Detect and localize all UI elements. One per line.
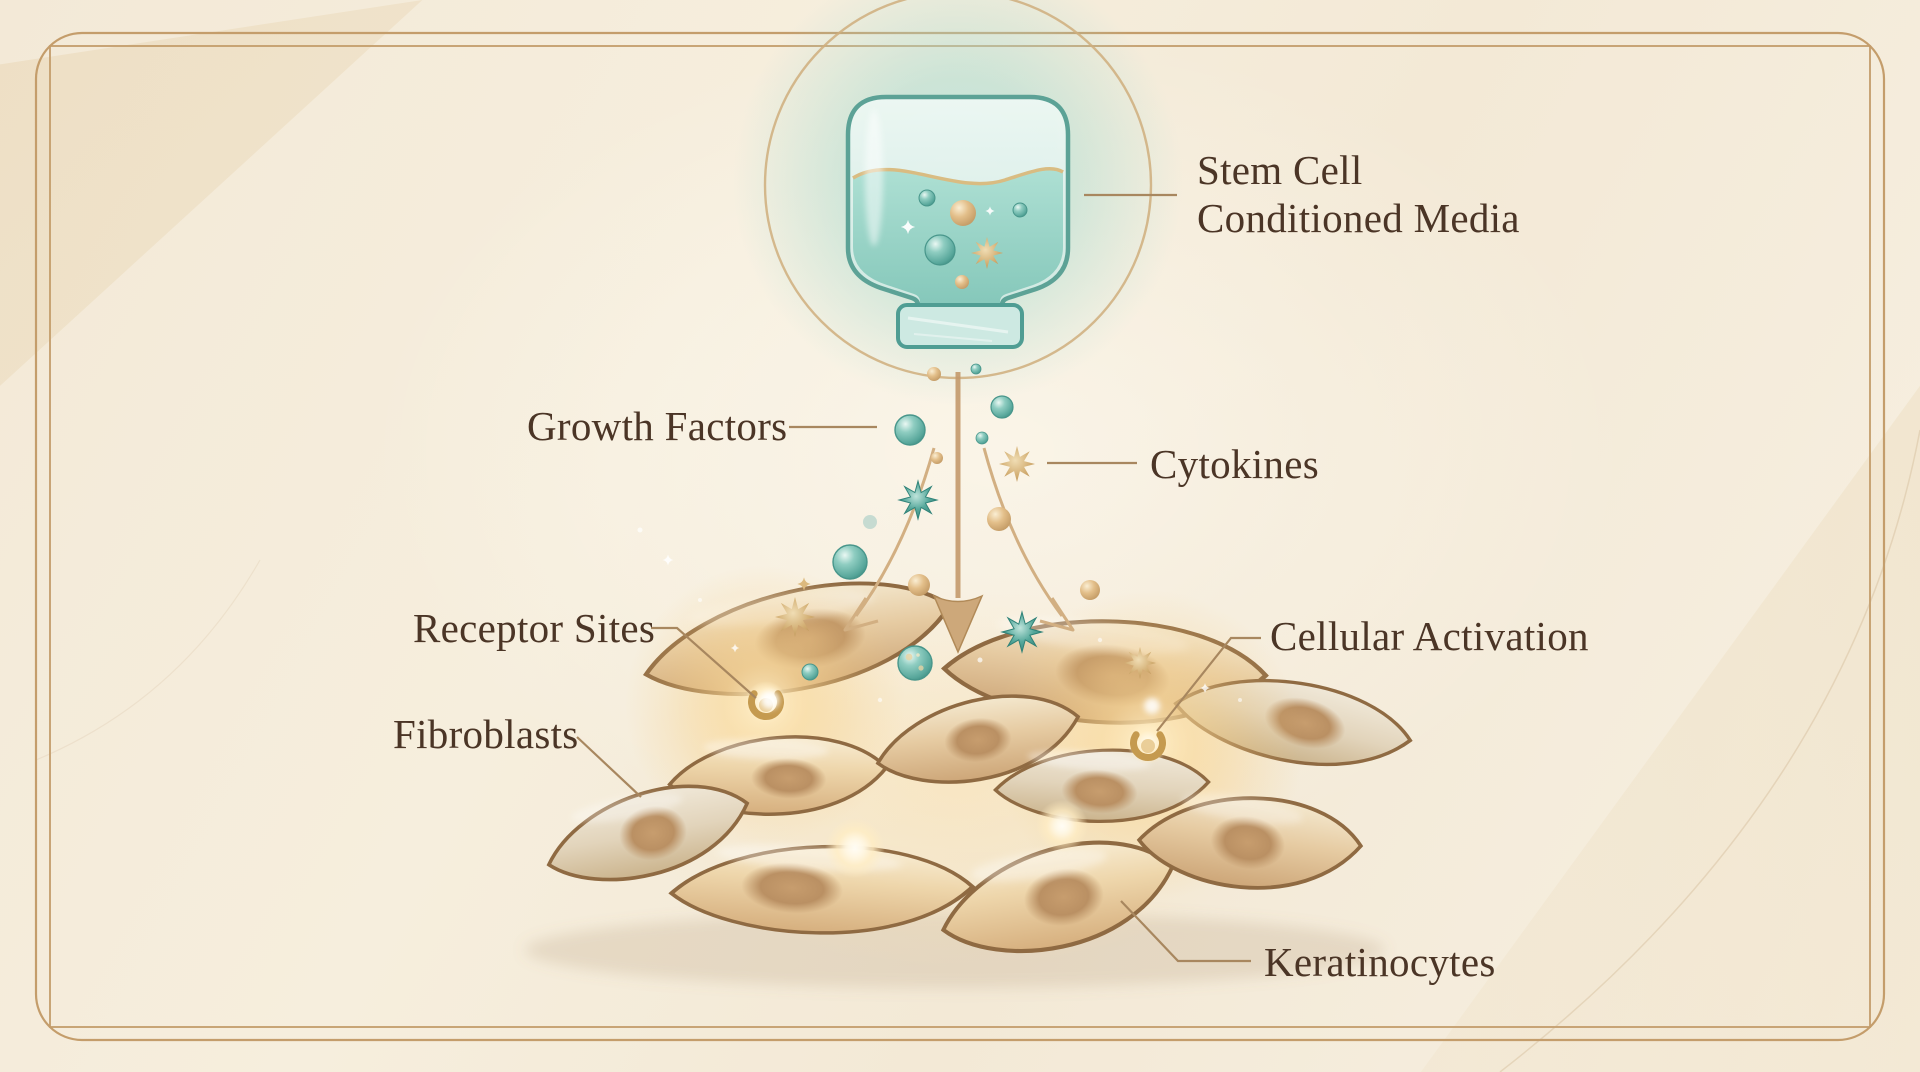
gold-sphere-particle <box>931 452 943 464</box>
cell-middle <box>870 686 1086 793</box>
bottle-bubble-gold <box>950 200 976 226</box>
liquid-surface-gold-line <box>852 167 1064 186</box>
cytokines-label: Cytokines <box>1150 441 1319 487</box>
flow-arrows <box>843 372 1075 654</box>
cell-receptor-1 <box>666 730 890 821</box>
leader-receptor-sites <box>651 626 757 699</box>
bottle-gold-starburst <box>971 237 1003 269</box>
cell-fibroblast <box>537 772 759 895</box>
teal-sphere-particle <box>970 363 982 375</box>
stem-cell-media-label-line1: Stem Cell <box>1197 147 1363 193</box>
gold-sphere-particle <box>908 574 930 596</box>
pale-teal-sphere <box>863 515 877 529</box>
keratinocytes-label: Keratinocytes <box>1264 939 1496 985</box>
frame-outer-line <box>34 31 1886 1042</box>
leader-fibroblasts <box>576 736 642 798</box>
main-flow-arrowhead <box>932 594 984 654</box>
background-arc-left <box>35 559 261 761</box>
cellular-activation-label: Cellular Activation <box>1270 613 1589 659</box>
gold-sphere-particle <box>987 507 1011 531</box>
textured-teal-sphere <box>897 645 933 681</box>
leader-cellular-activation <box>1156 636 1261 732</box>
gold-sphere-particle <box>1080 580 1100 600</box>
bottle-liquid <box>853 168 1063 304</box>
cell-receptor-2 <box>991 739 1213 832</box>
left-curved-arrow <box>854 447 936 617</box>
gold-sphere-particle <box>927 367 941 381</box>
falling-particles <box>775 363 1156 681</box>
leader-keratinocytes <box>1120 900 1251 963</box>
cap-texture-line <box>913 333 993 342</box>
growth-factor-teal-sphere <box>894 414 926 446</box>
conditioned-media-bottle <box>845 94 1071 349</box>
bottle-bubble-gold-small <box>955 275 969 289</box>
left-curved-arrowhead <box>843 597 879 632</box>
cell-keratinocyte <box>934 831 1182 963</box>
receptor-sites-label: Receptor Sites <box>413 605 656 651</box>
teal-sphere-particle <box>801 663 819 681</box>
right-curved-arrow <box>982 447 1064 617</box>
bottle-bubble-teal <box>924 234 956 266</box>
leader-lines <box>576 193 1261 963</box>
cap-texture-line <box>907 316 1009 334</box>
teal-starburst-particle <box>1001 611 1043 653</box>
teal-starburst-particle <box>898 480 938 520</box>
teal-sphere-particle <box>990 395 1014 419</box>
cytokine-gold-starburst <box>999 446 1035 482</box>
gold-starburst-particle <box>775 597 815 637</box>
gold-starburst-particle <box>1124 647 1156 679</box>
teal-sphere-particle <box>975 431 989 445</box>
stem-cell-media-label: Stem Cell Conditioned Media <box>1197 146 1520 242</box>
background-arc-right <box>1499 429 1920 1072</box>
growth-factors-label: Growth Factors <box>527 403 788 449</box>
sparkle-flares <box>637 527 1242 878</box>
fibroblasts-label: Fibroblasts <box>393 711 579 757</box>
bottle-bubble-teal <box>918 189 936 207</box>
right-curved-arrowhead <box>1039 597 1075 632</box>
cell-front-right <box>1132 777 1368 908</box>
teal-sphere-particle <box>832 544 868 580</box>
receptor-site-2 <box>1127 722 1169 764</box>
stem-cell-media-label-line2: Conditioned Media <box>1197 195 1520 241</box>
bottle-bubble-teal <box>1012 202 1028 218</box>
glass-highlight <box>865 110 883 246</box>
